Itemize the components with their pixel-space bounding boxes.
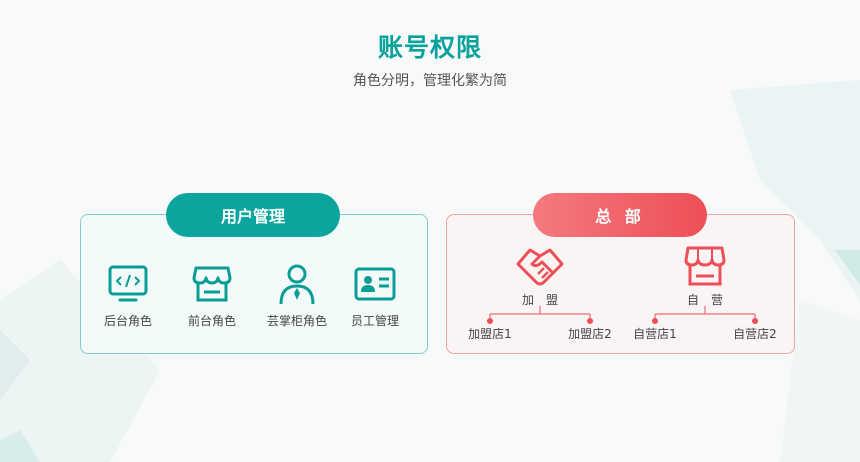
role-staff-label: 员工管理 bbox=[350, 314, 399, 328]
user-management-heading: 用户管理 bbox=[166, 193, 340, 237]
franchise-tree-connector bbox=[487, 306, 593, 324]
role-frontend[interactable]: 前台角色 bbox=[172, 262, 252, 329]
headquarters-heading: 总 部 bbox=[533, 193, 707, 237]
role-staff[interactable]: 员工管理 bbox=[335, 262, 415, 329]
role-backend[interactable]: 后台角色 bbox=[88, 262, 168, 329]
handshake-icon bbox=[516, 248, 564, 286]
storefront-icon bbox=[684, 246, 726, 286]
page-subtitle: 角色分明，管理化繁为简 bbox=[353, 73, 507, 89]
role-backend-label: 后台角色 bbox=[103, 314, 152, 328]
self-operated-tree-connector bbox=[652, 306, 758, 324]
franchise-store-1[interactable]: 加盟店1 bbox=[468, 327, 512, 341]
self-operated-store-2[interactable]: 自营店2 bbox=[733, 327, 777, 341]
role-shopkeeper[interactable]: 芸掌柜角色 bbox=[257, 262, 337, 329]
franchise-branch-label: 加 盟 bbox=[521, 293, 558, 307]
page-title: 账号权限 bbox=[377, 33, 482, 62]
role-frontend-label: 前台角色 bbox=[187, 314, 236, 328]
id-card-icon bbox=[354, 267, 396, 301]
monitor-code-icon bbox=[108, 265, 148, 302]
storefront-icon bbox=[192, 266, 232, 302]
self-operated-store-1[interactable]: 自营店1 bbox=[633, 327, 677, 341]
headquarters-panel bbox=[446, 214, 795, 354]
franchise-store-2[interactable]: 加盟店2 bbox=[568, 327, 612, 341]
manager-person-icon bbox=[279, 264, 315, 305]
role-shopkeeper-label: 芸掌柜角色 bbox=[266, 314, 327, 328]
self-operated-branch-label: 自 营 bbox=[686, 293, 723, 307]
